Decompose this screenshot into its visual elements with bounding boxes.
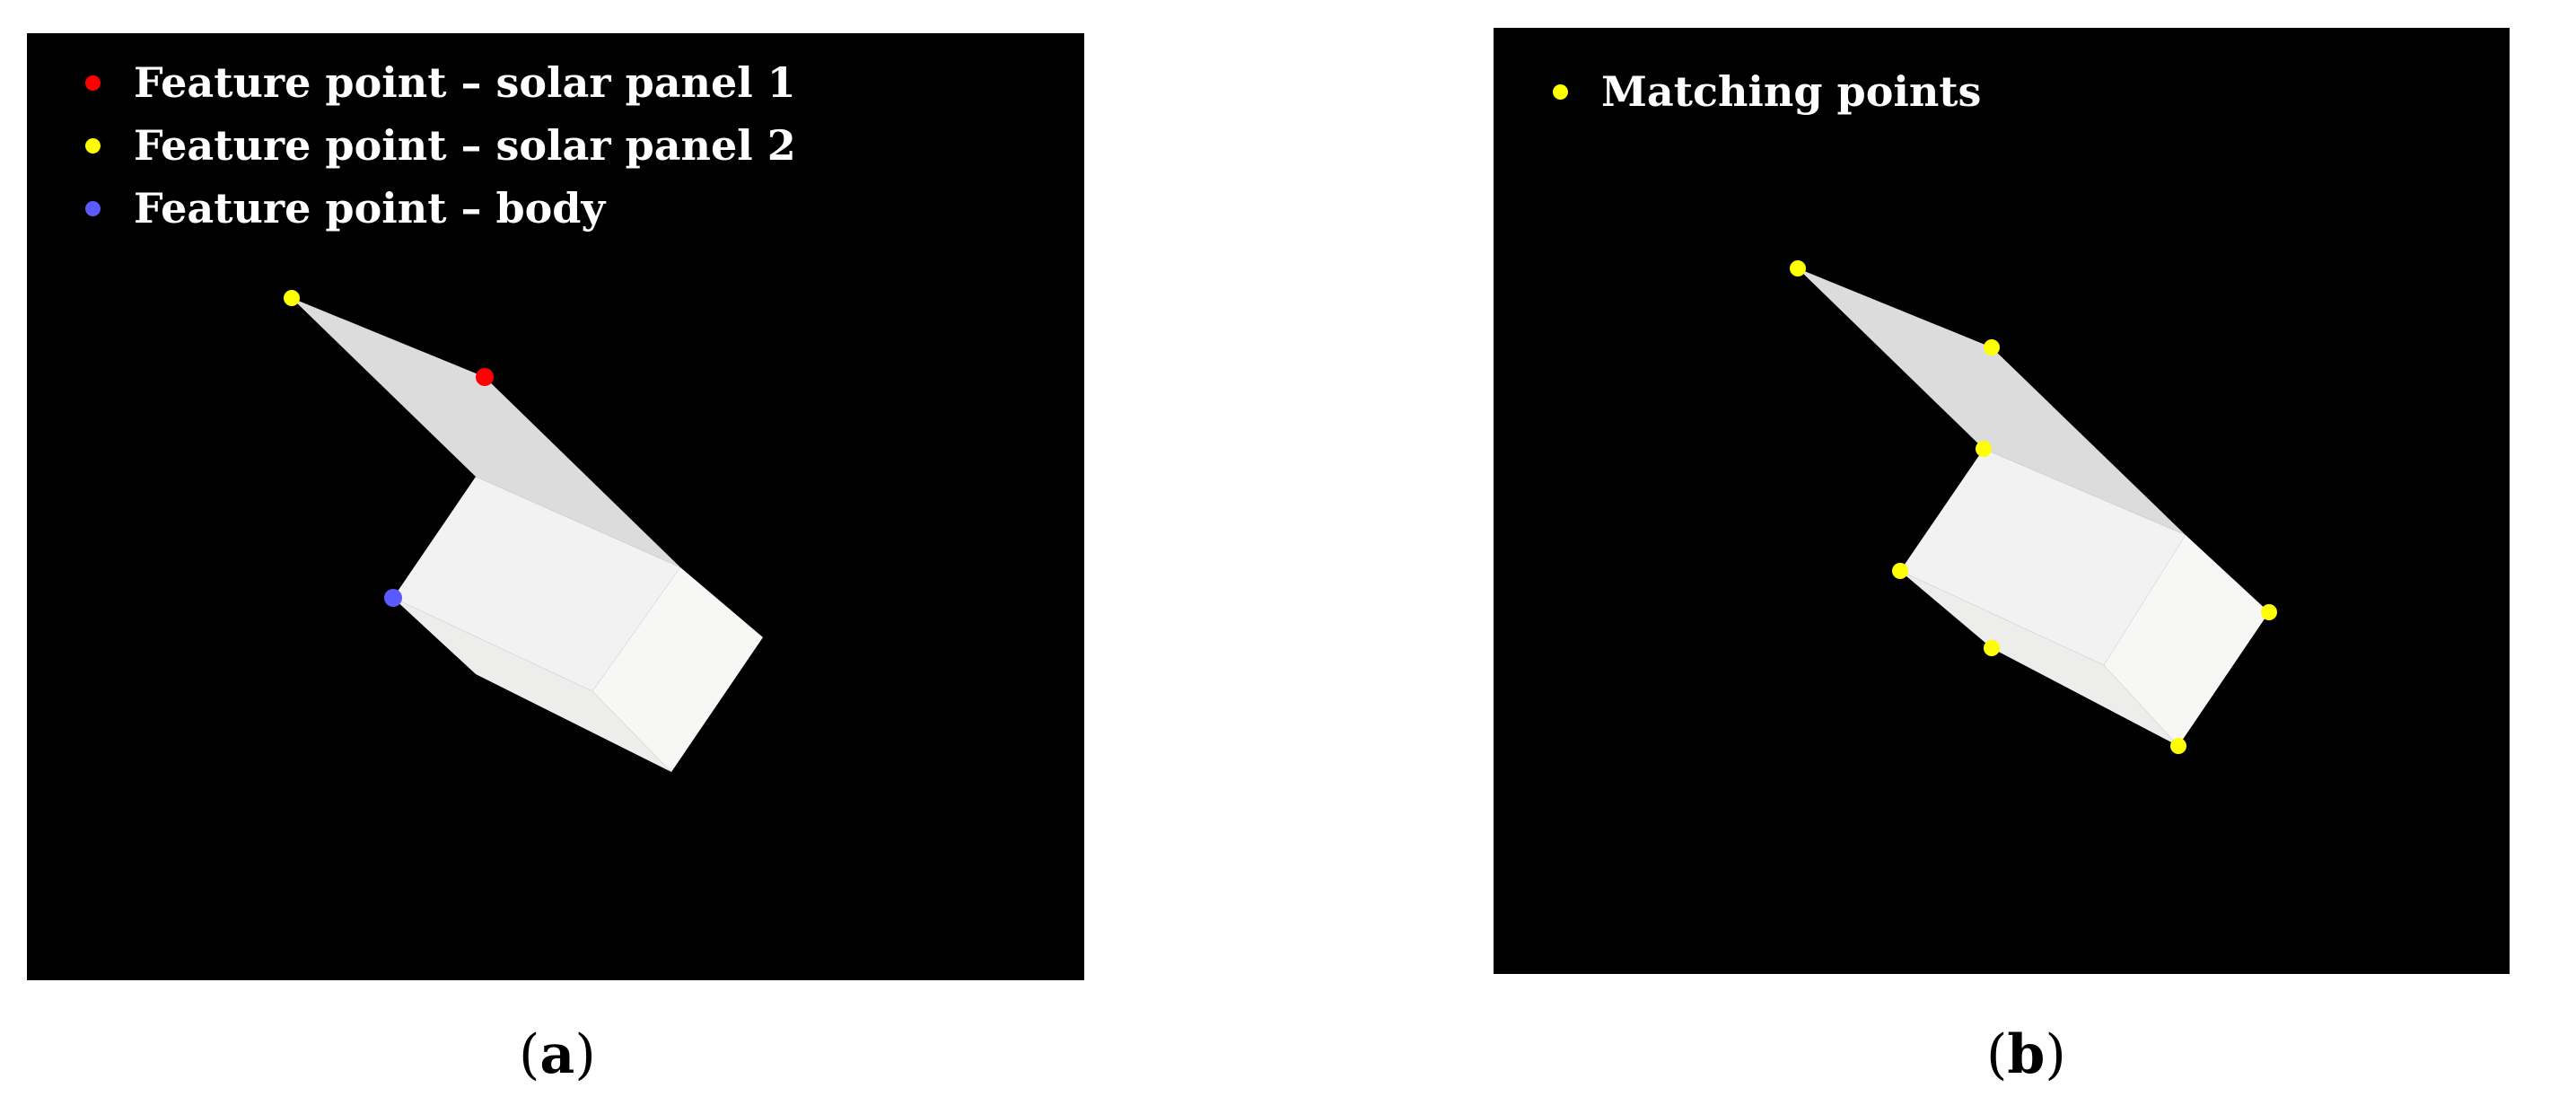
legend-item: Feature point – body [85,177,796,240]
caption-letter: b [2007,1023,2046,1086]
feature-point-solar-panel-2 [284,290,300,306]
feature-point-solar-panel-1 [476,368,494,386]
caption-letter: a [539,1023,575,1086]
feature-point-body [384,589,402,607]
spacecraft-render-b [1790,260,2277,754]
caption-open-paren: ( [1986,1023,2008,1086]
caption-a: (a) [519,1023,596,1086]
caption-close-paren: ) [2045,1023,2066,1086]
legend-label: Feature point – body [134,184,606,232]
matching-point [1984,339,2000,355]
body-side-face [592,567,763,772]
matching-point [1976,441,1992,457]
caption-close-paren: ) [574,1023,596,1086]
yellow-dot-icon [85,137,101,154]
solar-panel-surface [1798,268,2186,535]
panel-a-image: Feature point – solar panel 1 Feature po… [27,33,1084,980]
legend-item: Matching points [1553,60,1981,123]
body-bottom-face [1900,571,2178,746]
legend-label: Matching points [1601,67,1982,116]
spacecraft-render-a [284,290,763,772]
matching-point [2261,604,2277,620]
matching-point [1892,563,1908,579]
matching-point [1984,640,2000,656]
solar-panel-surface [292,298,680,567]
legend-label: Feature point – solar panel 1 [134,58,796,107]
body-bottom-face [393,598,671,772]
body-front-face [1900,449,2186,665]
matching-point [1790,260,1806,276]
legend-item: Feature point – solar panel 1 [85,51,796,114]
red-dot-icon [85,75,101,91]
caption-b: (b) [1986,1023,2066,1086]
yellow-dot-icon [1553,83,1568,100]
legend-a: Feature point – solar panel 1 Feature po… [85,51,796,240]
panel-b-image: Matching points [1494,28,2510,974]
blue-dot-icon [85,200,101,216]
matching-point [2170,738,2186,754]
caption-open-paren: ( [519,1023,540,1086]
legend-item: Feature point – solar panel 2 [85,114,796,177]
legend-b: Matching points [1553,60,1981,123]
body-front-face [393,477,680,691]
legend-label: Feature point – solar panel 2 [134,121,796,170]
body-side-face [2104,535,2269,746]
